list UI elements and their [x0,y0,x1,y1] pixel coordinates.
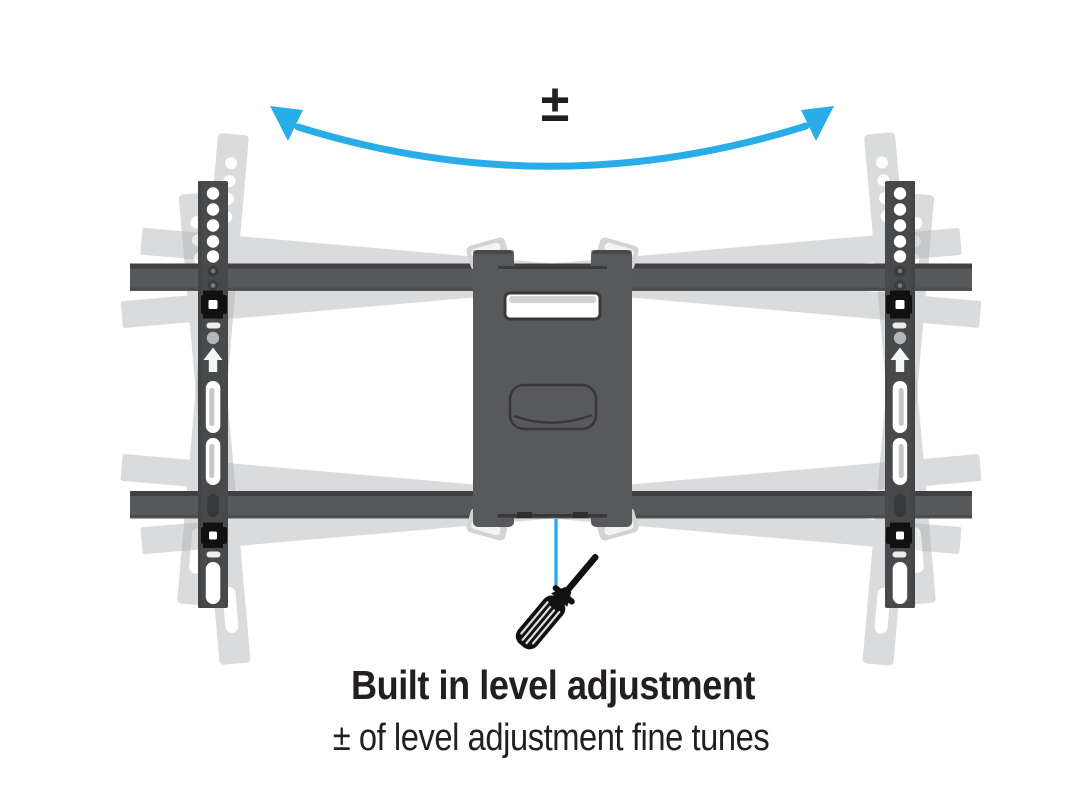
pointer-line [554,519,558,585]
caption-title: Built in level adjustment [350,662,756,708]
tilt-range-arrow-icon [270,106,834,170]
left-wall-bracket [198,181,228,608]
plus-minus-symbol: ± [540,75,570,133]
center-plate [473,250,632,527]
caption-subtitle: ± of level adjustment fine tunes [332,717,770,759]
screwdriver-icon [515,553,599,650]
right-wall-bracket [885,181,915,608]
